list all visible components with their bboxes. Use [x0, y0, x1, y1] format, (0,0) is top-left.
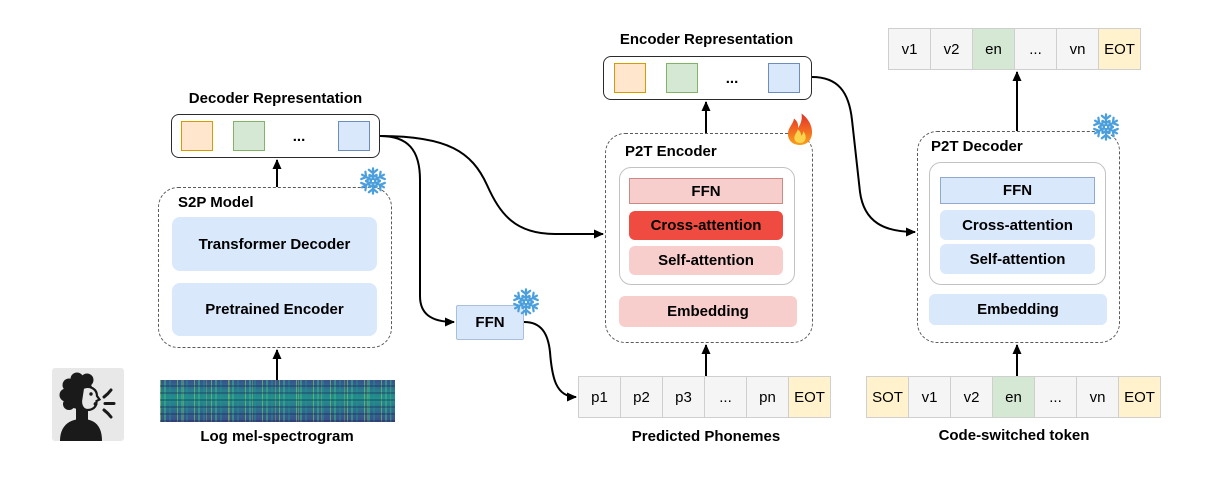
code-switched-token-label: Code-switched token — [938, 427, 1090, 444]
snowflake-icon — [359, 167, 387, 195]
phoneme-ffn-block: FFN — [456, 305, 524, 340]
fire-icon — [785, 112, 815, 146]
output-token: ... — [1014, 28, 1057, 70]
snowflake-icon — [1092, 113, 1120, 141]
pretrained-encoder-block: Pretrained Encoder — [172, 283, 377, 336]
p2t-decoder-cross-attention-block: Cross-attention — [940, 210, 1095, 240]
representation-vector — [338, 121, 370, 151]
snowflake-icon — [512, 288, 540, 316]
arrow-encoder-representation-to-p2t-decoder — [811, 76, 916, 237]
code-switched-token: v2 — [950, 376, 993, 418]
p2t-decoder-embedding-block: Embedding — [929, 294, 1107, 325]
encoder-representation-label: Encoder Representation — [619, 31, 794, 48]
predicted-phonemes-row: p1 p2 p3 ... pn EOT — [578, 376, 831, 418]
s2p-model-title: S2P Model — [178, 194, 254, 211]
output-token: v1 — [888, 28, 931, 70]
phoneme-token: p2 — [620, 376, 663, 418]
p2t-encoder-embedding-block: Embedding — [619, 296, 797, 327]
representation-vector — [614, 63, 646, 93]
code-switched-token: v1 — [908, 376, 951, 418]
output-tokens-row: v1 v2 en ... vn EOT — [888, 28, 1141, 70]
representation-vector — [666, 63, 698, 93]
code-switched-token: vn — [1076, 376, 1119, 418]
code-switched-token: ... — [1034, 376, 1077, 418]
output-token: vn — [1056, 28, 1099, 70]
phoneme-token: p1 — [578, 376, 621, 418]
encoder-representation-box: ... — [603, 56, 812, 100]
representation-vector — [768, 63, 800, 93]
arrow-decoder-representation-to-p2t-encoder — [379, 135, 604, 239]
ellipsis: ... — [725, 69, 739, 87]
predicted-phonemes-label: Predicted Phonemes — [631, 428, 781, 445]
p2t-encoder-cross-attention-block: Cross-attention — [629, 211, 783, 240]
p2t-encoder-ffn-block: FFN — [629, 178, 783, 204]
representation-vector — [233, 121, 265, 151]
eot-token: EOT — [1098, 28, 1141, 70]
p2t-encoder-self-attention-block: Self-attention — [629, 246, 783, 275]
transformer-decoder-block: Transformer Decoder — [172, 217, 377, 271]
eot-token: EOT — [1118, 376, 1161, 418]
language-token: en — [972, 28, 1015, 70]
p2t-encoder-title: P2T Encoder — [625, 143, 717, 160]
phoneme-token: p3 — [662, 376, 705, 418]
speaking-person-icon — [52, 368, 124, 441]
representation-vector — [181, 121, 213, 151]
arrow-ffn-to-predicted-phonemes — [523, 321, 577, 402]
p2t-decoder-self-attention-block: Self-attention — [940, 244, 1095, 274]
eot-token: EOT — [788, 376, 831, 418]
language-token: en — [992, 376, 1035, 418]
ellipsis: ... — [292, 127, 306, 145]
p2t-decoder-ffn-block: FFN — [940, 177, 1095, 204]
sot-token: SOT — [866, 376, 909, 418]
p2t-decoder-title: P2T Decoder — [931, 138, 1023, 155]
code-switched-tokens-row: SOT v1 v2 en ... vn EOT — [866, 376, 1161, 418]
decoder-representation-label: Decoder Representation — [188, 90, 363, 107]
decoder-representation-box: ... — [171, 114, 380, 158]
spectrogram-label: Log mel-spectrogram — [200, 428, 354, 445]
phoneme-token: ... — [704, 376, 747, 418]
output-token: v2 — [930, 28, 973, 70]
phoneme-token: pn — [746, 376, 789, 418]
spectrogram-image — [160, 380, 395, 422]
